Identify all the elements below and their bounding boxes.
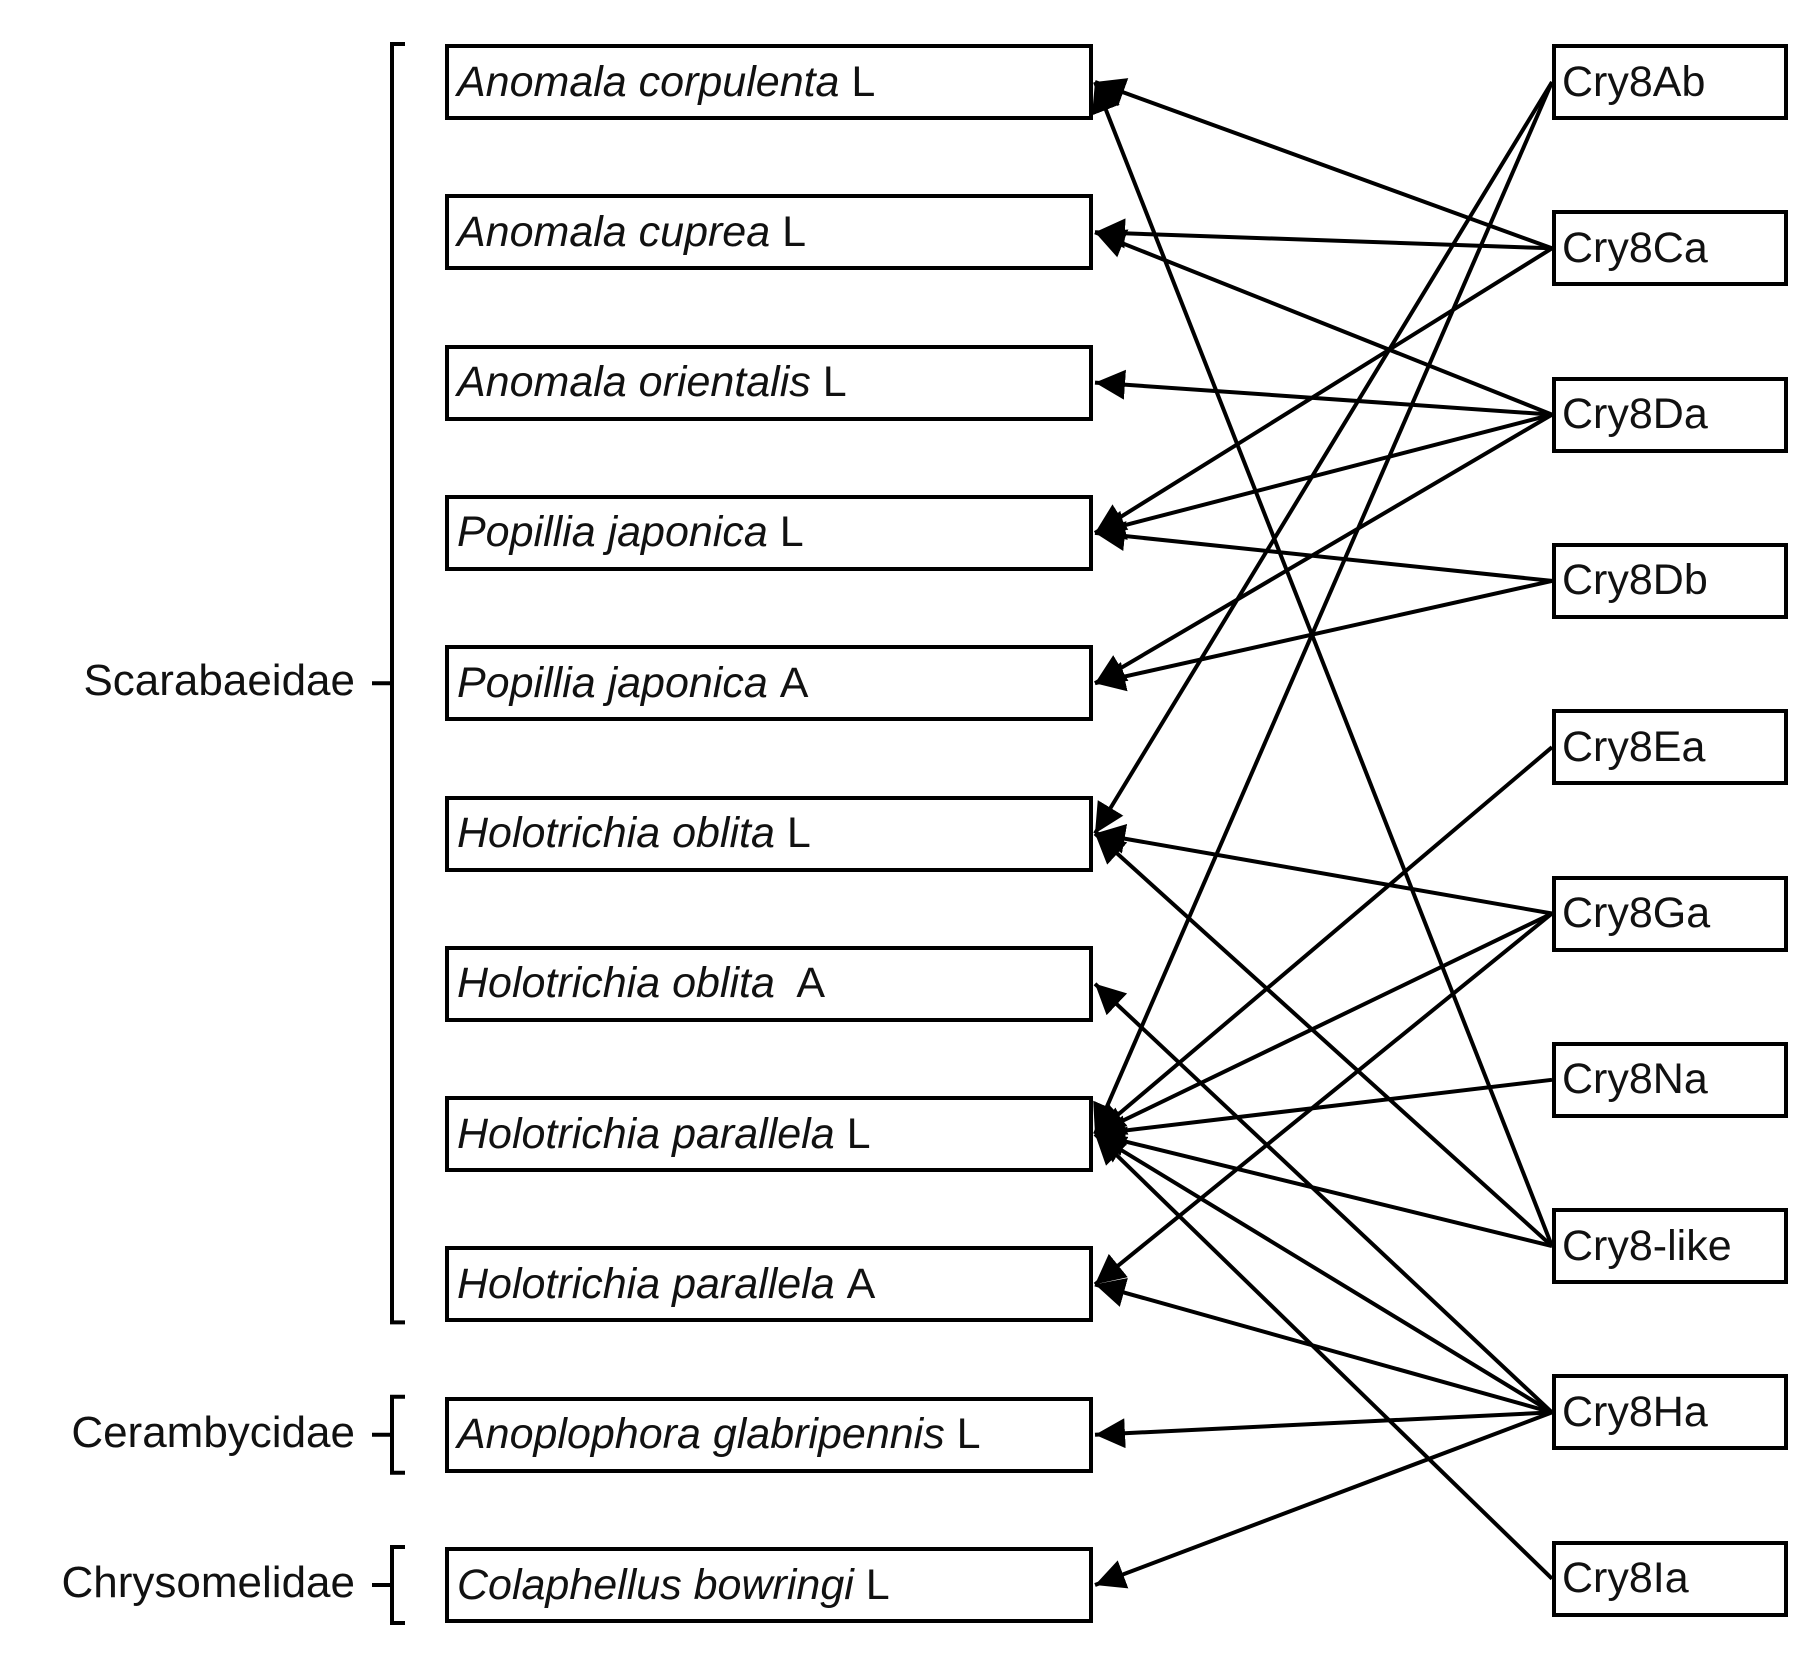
insect-box-holotrichia-oblita-l: Holotrichia oblita L [445, 795, 1093, 872]
insect-box-popillia-japonica-a: Popillia japonica A [445, 645, 1093, 722]
insect-box-anomala-cuprea-l: Anomala cuprea L [445, 194, 1093, 271]
family-label-cerambycidae: Cerambycidae [71, 1407, 355, 1457]
insect-box-holotrichia-parallela-a: Holotrichia parallela A [445, 1246, 1093, 1323]
insect-stage: L [782, 207, 807, 256]
toxin-box-cry8da: Cry8Da [1552, 376, 1788, 453]
toxin-box-cry8-like: Cry8-like [1552, 1208, 1788, 1285]
insect-box-anoplophora-glabripennis-l: Anoplophora glabripennis L [445, 1396, 1093, 1473]
arrow-cry8ga-to-insect-7 [1094, 911, 1553, 1136]
insect-box-anomala-orientalis-l: Anomala orientalis L [445, 344, 1093, 421]
arrow-cry8db-to-insect-3 [1094, 521, 1553, 583]
arrow-cry8ha-to-insect-9 [1094, 1410, 1553, 1449]
insect-stage: A [786, 959, 826, 1008]
insect-species: Anomala corpulenta [457, 57, 840, 106]
family-label-chrysomelidae: Chrysomelidae [61, 1558, 355, 1607]
toxin-box-cry8ea: Cry8Ea [1552, 709, 1788, 786]
arrow-cry8da-to-insect-1 [1094, 229, 1553, 417]
insect-box-colaphellus-bowringi-l: Colaphellus bowringi L [445, 1547, 1093, 1623]
insect-species: Holotrichia oblita [457, 959, 775, 1008]
insect-species: Colaphellus bowringi [457, 1560, 854, 1609]
toxin-box-cry8ga: Cry8Ga [1552, 875, 1788, 952]
insect-stage: L [865, 1560, 890, 1609]
insect-stage: L [846, 1109, 871, 1158]
toxin-box-cry8ia: Cry8Ia [1552, 1540, 1788, 1617]
toxin-box-cry8ca: Cry8Ca [1552, 210, 1788, 287]
insect-species: Holotrichia parallela [457, 1109, 835, 1158]
arrow-cry8ca-to-insect-0 [1094, 78, 1553, 251]
arrow-cry8db-to-insect-4 [1094, 578, 1553, 692]
toxin-box-cry8ab: Cry8Ab [1552, 44, 1788, 120]
arrow-cry8ha-to-insect-6 [1093, 982, 1554, 1414]
insect-stage: L [822, 358, 847, 407]
insect-stage: L [851, 57, 876, 106]
insect-species: Holotrichia parallela [457, 1259, 835, 1308]
insect-stage: A [779, 658, 809, 707]
family-brackets [372, 42, 405, 1625]
insect-box-holotrichia-oblita-a: Holotrichia oblita A [445, 945, 1093, 1022]
bracket-chrysomelidae [372, 1545, 405, 1625]
insect-box-popillia-japonica-l: Popillia japonica L [445, 494, 1093, 571]
bracket-cerambycidae [372, 1394, 405, 1475]
insect-species: Anomala orientalis [457, 358, 811, 407]
arrow-cry8da-to-insect-2 [1094, 369, 1553, 417]
insect-box-holotrichia-parallela-l: Holotrichia parallela L [445, 1096, 1093, 1173]
bracket-scarabaeidae [372, 42, 405, 1325]
insect-stage: L [779, 508, 804, 557]
insect-stage: L [956, 1410, 981, 1459]
arrow-cry8ca-to-insect-3 [1093, 246, 1554, 535]
arrow-cry8ea-to-insect-7 [1093, 745, 1554, 1136]
insect-species: Anomala cuprea [457, 207, 771, 256]
insect-species: Holotrichia oblita [457, 809, 775, 857]
insect-box-anomala-corpulenta-l: Anomala corpulenta L [445, 44, 1093, 120]
insect-species: Popillia japonica [457, 658, 768, 707]
toxin-box-cry8db: Cry8Db [1552, 542, 1788, 619]
arrow-cry8ab-to-insect-7 [1093, 81, 1554, 1135]
arrow-cry8ca-to-insect-1 [1094, 218, 1553, 251]
arrow-cry8ga-to-insect-8 [1093, 911, 1554, 1286]
arrow-cry8da-to-insect-3 [1094, 412, 1553, 540]
insect-stage: L [786, 809, 811, 857]
arrow-cry8ha-to-insect-7 [1093, 1132, 1554, 1415]
arrow-cry8-like-to-insect-7 [1094, 1126, 1553, 1249]
arrow-cry8na-to-insect-7 [1094, 1077, 1553, 1146]
arrow-cry8ab-to-insect-5 [1093, 80, 1554, 835]
arrow-cry8ga-to-insect-5 [1094, 823, 1553, 916]
arrow-group [1092, 78, 1554, 1589]
insect-species: Popillia japonica [457, 508, 768, 557]
arrow-cry8da-to-insect-4 [1093, 412, 1554, 685]
family-label-scarabaeidae: Scarabaeidae [83, 656, 355, 706]
arrow-cry8-like-to-insect-0 [1092, 81, 1554, 1247]
insect-species: Anoplophora glabripennis [457, 1410, 945, 1459]
toxin-box-cry8ha: Cry8Ha [1552, 1374, 1788, 1451]
arrow-cry8ha-to-insect-10 [1094, 1410, 1553, 1589]
toxin-box-cry8na: Cry8Na [1552, 1041, 1788, 1118]
arrow-cry8ha-to-insect-8 [1094, 1278, 1553, 1415]
insect-stage: A [846, 1259, 876, 1308]
arrow-cry8-like-to-insect-5 [1093, 832, 1554, 1248]
arrow-cry8ia-to-insect-7 [1093, 1132, 1554, 1581]
